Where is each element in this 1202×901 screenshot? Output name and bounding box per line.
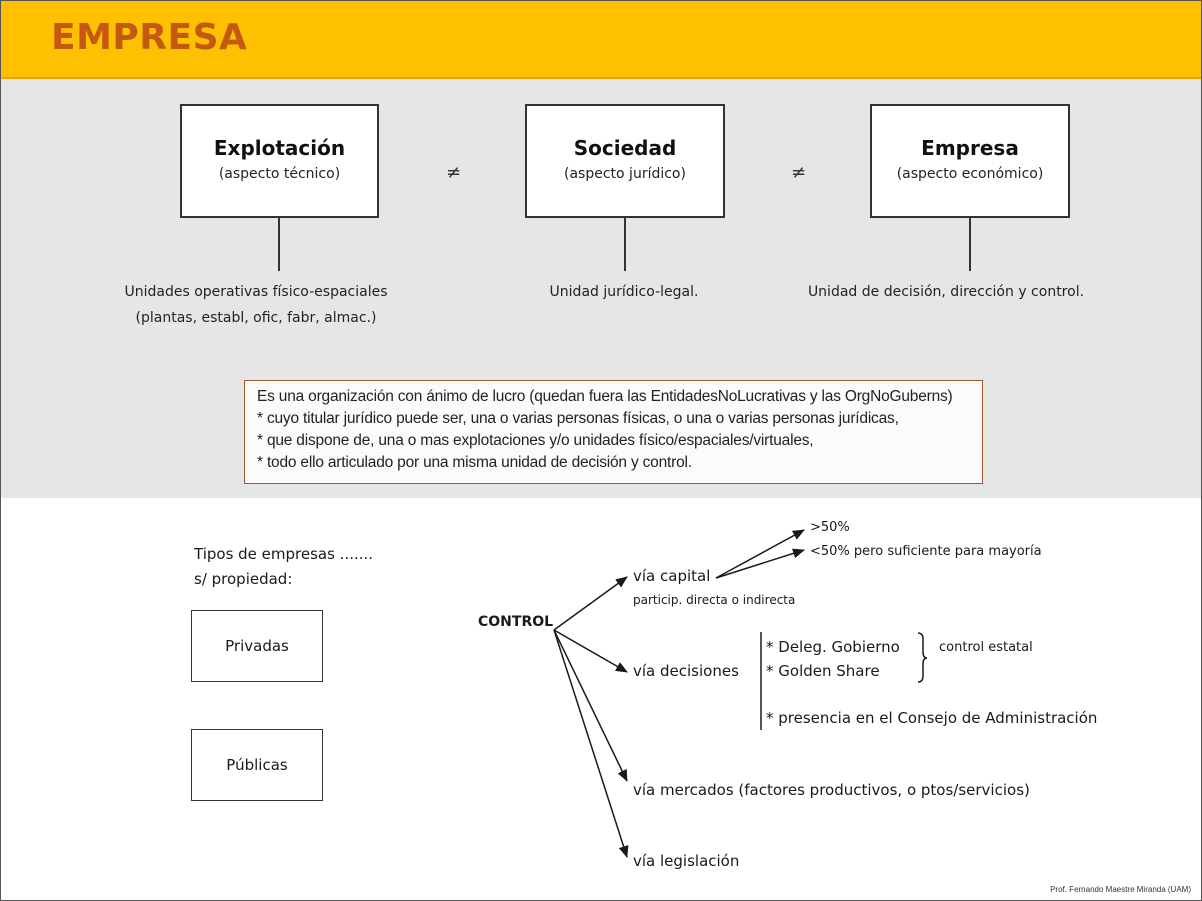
author-credit: Prof. Fernando Maestre Miranda (UAM)	[1050, 885, 1191, 894]
concept-description: Unidad de decisión, dirección y control.	[791, 279, 1101, 305]
via-legislacion-label: vía legislación	[633, 852, 740, 870]
concept-subtitle: (aspecto económico)	[896, 166, 1044, 182]
not-equal-symbol: ≠	[791, 162, 807, 183]
tipos-heading-line: s/ propiedad:	[194, 570, 293, 588]
arrow-to-via-capital	[553, 576, 628, 631]
capital-option-minority: <50% pero suficiente para mayoría	[810, 544, 1042, 559]
via-capital-label: vía capital	[633, 567, 711, 585]
arrow-to-via-mercados	[553, 629, 628, 782]
description-line: (plantas, establ, ofic, fabr, almac.)	[135, 310, 377, 326]
tipo-box-privadas: Privadas	[191, 610, 323, 682]
concept-title: Sociedad	[573, 136, 677, 160]
definition-line: * cuyo titular jurídico puede ser, una o…	[257, 410, 899, 427]
description-line: Unidades operativas físico-espaciales	[124, 284, 388, 300]
via-mercados-label: vía mercados (factores productivos, o pt…	[633, 781, 1030, 799]
arrow-to-via-decisiones	[553, 629, 628, 673]
concept-subtitle: (aspecto jurídico)	[564, 166, 686, 182]
arrow-to-capital-opt1	[715, 529, 805, 579]
connector-line	[278, 218, 280, 271]
concept-box-empresa: Empresa (aspecto económico)	[870, 104, 1070, 218]
concept-box-sociedad: Sociedad (aspecto jurídico)	[525, 104, 725, 218]
header-bar: EMPRESA	[1, 1, 1201, 77]
description-line: Unidad de decisión, dirección y control.	[807, 284, 1085, 300]
tipos-heading-line: Tipos de empresas .......	[194, 545, 374, 563]
header-divider	[1, 77, 1201, 79]
tipos-heading: Tipos de empresas ....... s/ propiedad:	[194, 542, 373, 592]
via-decisiones-label: vía decisiones	[633, 662, 739, 680]
connector-line	[624, 218, 626, 271]
capital-option-majority: >50%	[810, 520, 850, 535]
control-estatal-label: control estatal	[939, 640, 1033, 655]
concept-title: Empresa	[921, 136, 1019, 160]
concept-subtitle: (aspecto técnico)	[218, 166, 341, 182]
definition-line: * todo ello articulado por una misma uni…	[257, 454, 692, 471]
control-estatal-bracket	[917, 632, 928, 683]
definition-box: Es una organización con ánimo de lucro (…	[244, 380, 983, 484]
decisiones-item: * Deleg. Gobierno	[766, 638, 900, 656]
decisiones-item: * Golden Share	[766, 662, 880, 680]
concept-description: Unidades operativas físico-espaciales (p…	[101, 279, 411, 331]
decisiones-item: * presencia en el Consejo de Administrac…	[766, 709, 1098, 727]
definition-line: * que dispone de, una o mas explotacione…	[257, 432, 814, 449]
connector-line	[969, 218, 971, 271]
concept-title: Explotación	[213, 136, 346, 160]
definition-line: Es una organización con ánimo de lucro (…	[257, 388, 953, 405]
description-line: Unidad jurídico-legal.	[549, 284, 699, 300]
concept-box-explotacion: Explotación (aspecto técnico)	[180, 104, 379, 218]
page-title: EMPRESA	[51, 17, 248, 58]
tipo-box-publicas: Públicas	[191, 729, 323, 801]
capital-note: particip. directa o indirecta	[633, 593, 796, 607]
arrow-to-via-legislacion	[553, 629, 629, 858]
control-label: CONTROL	[478, 614, 554, 630]
concept-description: Unidad jurídico-legal.	[474, 279, 774, 305]
not-equal-symbol: ≠	[446, 162, 462, 183]
arrow-to-capital-opt2	[715, 548, 805, 579]
